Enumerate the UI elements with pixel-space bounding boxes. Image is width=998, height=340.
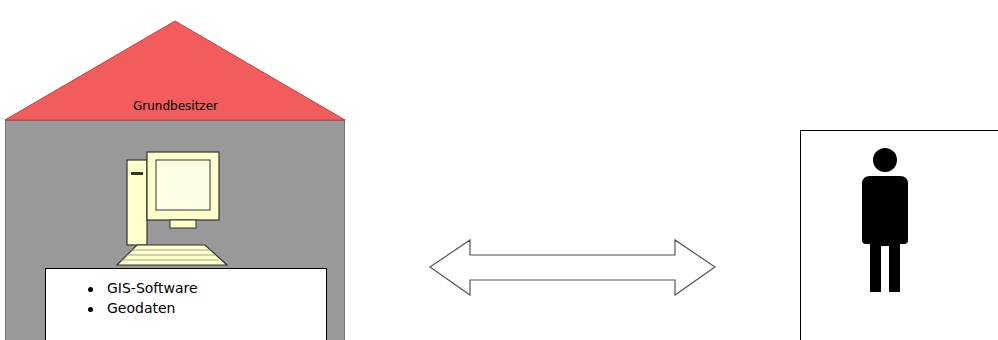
content-box: GIS-SoftwareGeodaten [45, 268, 327, 340]
person-icon [862, 148, 908, 292]
bullet-item: GIS-Software [107, 280, 198, 296]
bullet-dot [88, 287, 93, 292]
double-arrow [430, 240, 715, 295]
roof-label: Grundbesitzer [133, 99, 218, 113]
person-box [801, 131, 998, 340]
bullet-item: Geodaten [107, 300, 175, 316]
computer-icon [117, 152, 227, 265]
bullet-dot [88, 307, 93, 312]
house-roof [5, 21, 345, 120]
house-shape: GrundbesitzerGIS-SoftwareGeodaten [5, 20, 345, 340]
